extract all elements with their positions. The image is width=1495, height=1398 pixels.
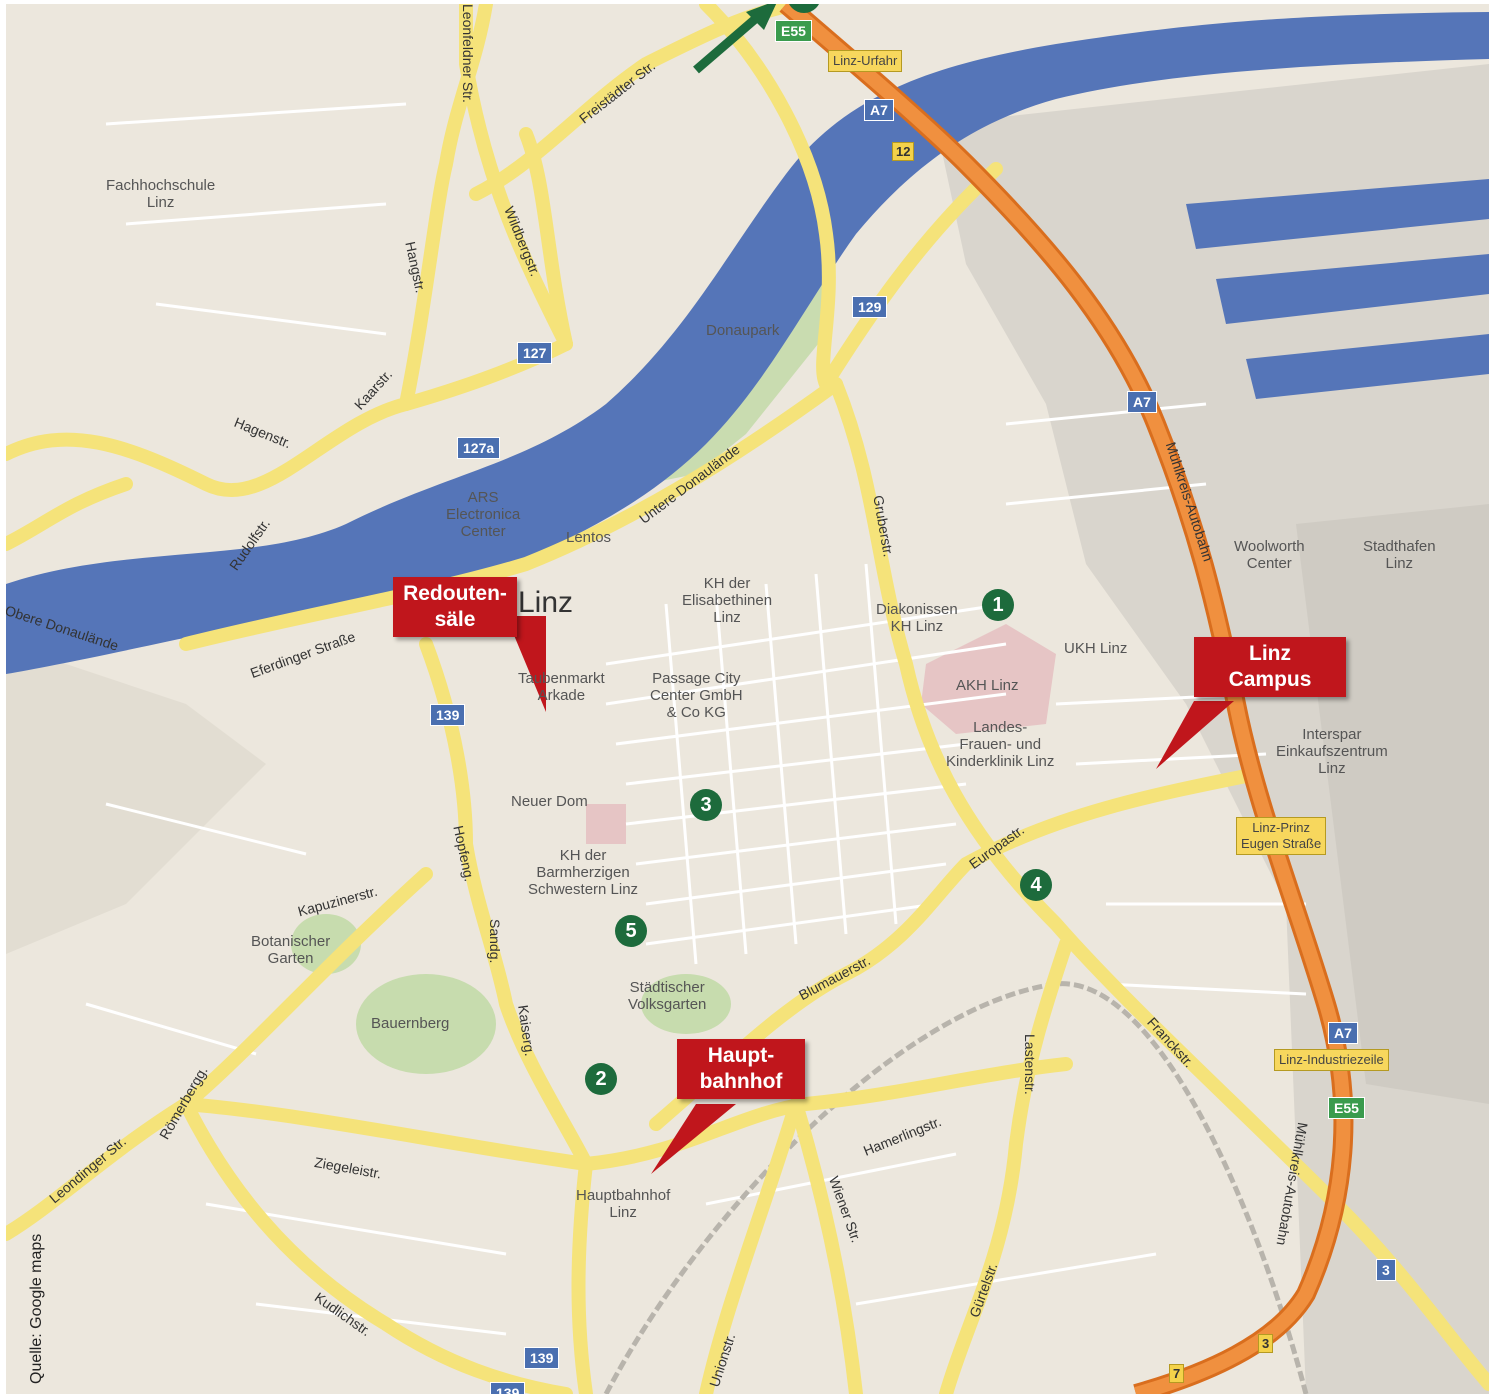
shield-127: 127 [517, 342, 553, 364]
danube-river [6, 4, 1489, 674]
shield-a7-top: A7 [864, 99, 894, 121]
street-leonfeldner: Leonfeldner Str. [460, 4, 476, 103]
callout-redoutensaele[interactable]: Redouten-säle [393, 577, 517, 637]
place-donaupark: Donaupark [706, 322, 780, 339]
shield-139: 139 [430, 704, 466, 726]
place-ukh: UKH Linz [1064, 640, 1128, 657]
shield-139-c: 139 [490, 1382, 526, 1394]
hill-area [6, 644, 266, 954]
direction-arrow-head [746, 4, 777, 30]
map-canvas [6, 4, 1489, 1394]
harbour-basin-1 [1186, 179, 1489, 249]
shield-139-b: 139 [524, 1347, 560, 1369]
place-neuer-dom: Neuer Dom [511, 793, 588, 810]
shield-e55-low: E55 [1328, 1097, 1365, 1119]
campus-pointer [1156, 701, 1234, 769]
hauptbahnhof-pointer [651, 1104, 736, 1174]
callout-hauptbahnhof[interactable]: Haupt-bahnhof [677, 1039, 805, 1099]
marker-4[interactable]: 4 [1020, 869, 1052, 901]
marker-3[interactable]: 3 [690, 789, 722, 821]
source-credit: Quelle: Google maps [28, 1233, 45, 1384]
shield-127a: 127a [457, 437, 501, 459]
street-sandgasse: Sandg. [487, 919, 503, 964]
motorway-a7 [781, 4, 1351, 1394]
shield-exit-7: 7 [1169, 1364, 1185, 1383]
shield-e55-top: E55 [775, 20, 812, 42]
shield-3: 3 [1376, 1259, 1396, 1281]
shield-exit-12: 12 [892, 142, 915, 161]
place-akh: AKH Linz [956, 677, 1019, 694]
marker-5[interactable]: 5 [615, 915, 647, 947]
marker-offscreen [789, 4, 819, 13]
exit-linz-urfahr: Linz-Urfahr [828, 50, 903, 72]
main-roads [6, 4, 1489, 1394]
marker-2[interactable]: 2 [585, 1063, 617, 1095]
volksgarten-park [641, 974, 731, 1034]
dom-area [586, 804, 626, 844]
exit-linz-industrie: Linz-Industriezeile [1274, 1049, 1389, 1071]
bauernberg-park [356, 974, 496, 1074]
street-lastenstr: Lastenstr. [1022, 1034, 1038, 1095]
shield-exit-3: 3 [1258, 1334, 1274, 1353]
place-lentos: Lentos [566, 529, 612, 546]
direction-arrow-shaft [693, 10, 764, 74]
shield-129: 129 [852, 296, 888, 318]
harbour-basin-2 [1216, 254, 1489, 324]
shield-a7-mid: A7 [1127, 391, 1157, 413]
place-linz: Linz [518, 586, 574, 619]
marker-1[interactable]: 1 [982, 589, 1014, 621]
minor-streets [85, 102, 1307, 1336]
harbour-basin-3 [1246, 334, 1489, 399]
place-bauernberg: Bauernberg [371, 1015, 450, 1032]
shield-a7-low: A7 [1328, 1022, 1358, 1044]
redoutensaele-pointer [506, 616, 546, 712]
